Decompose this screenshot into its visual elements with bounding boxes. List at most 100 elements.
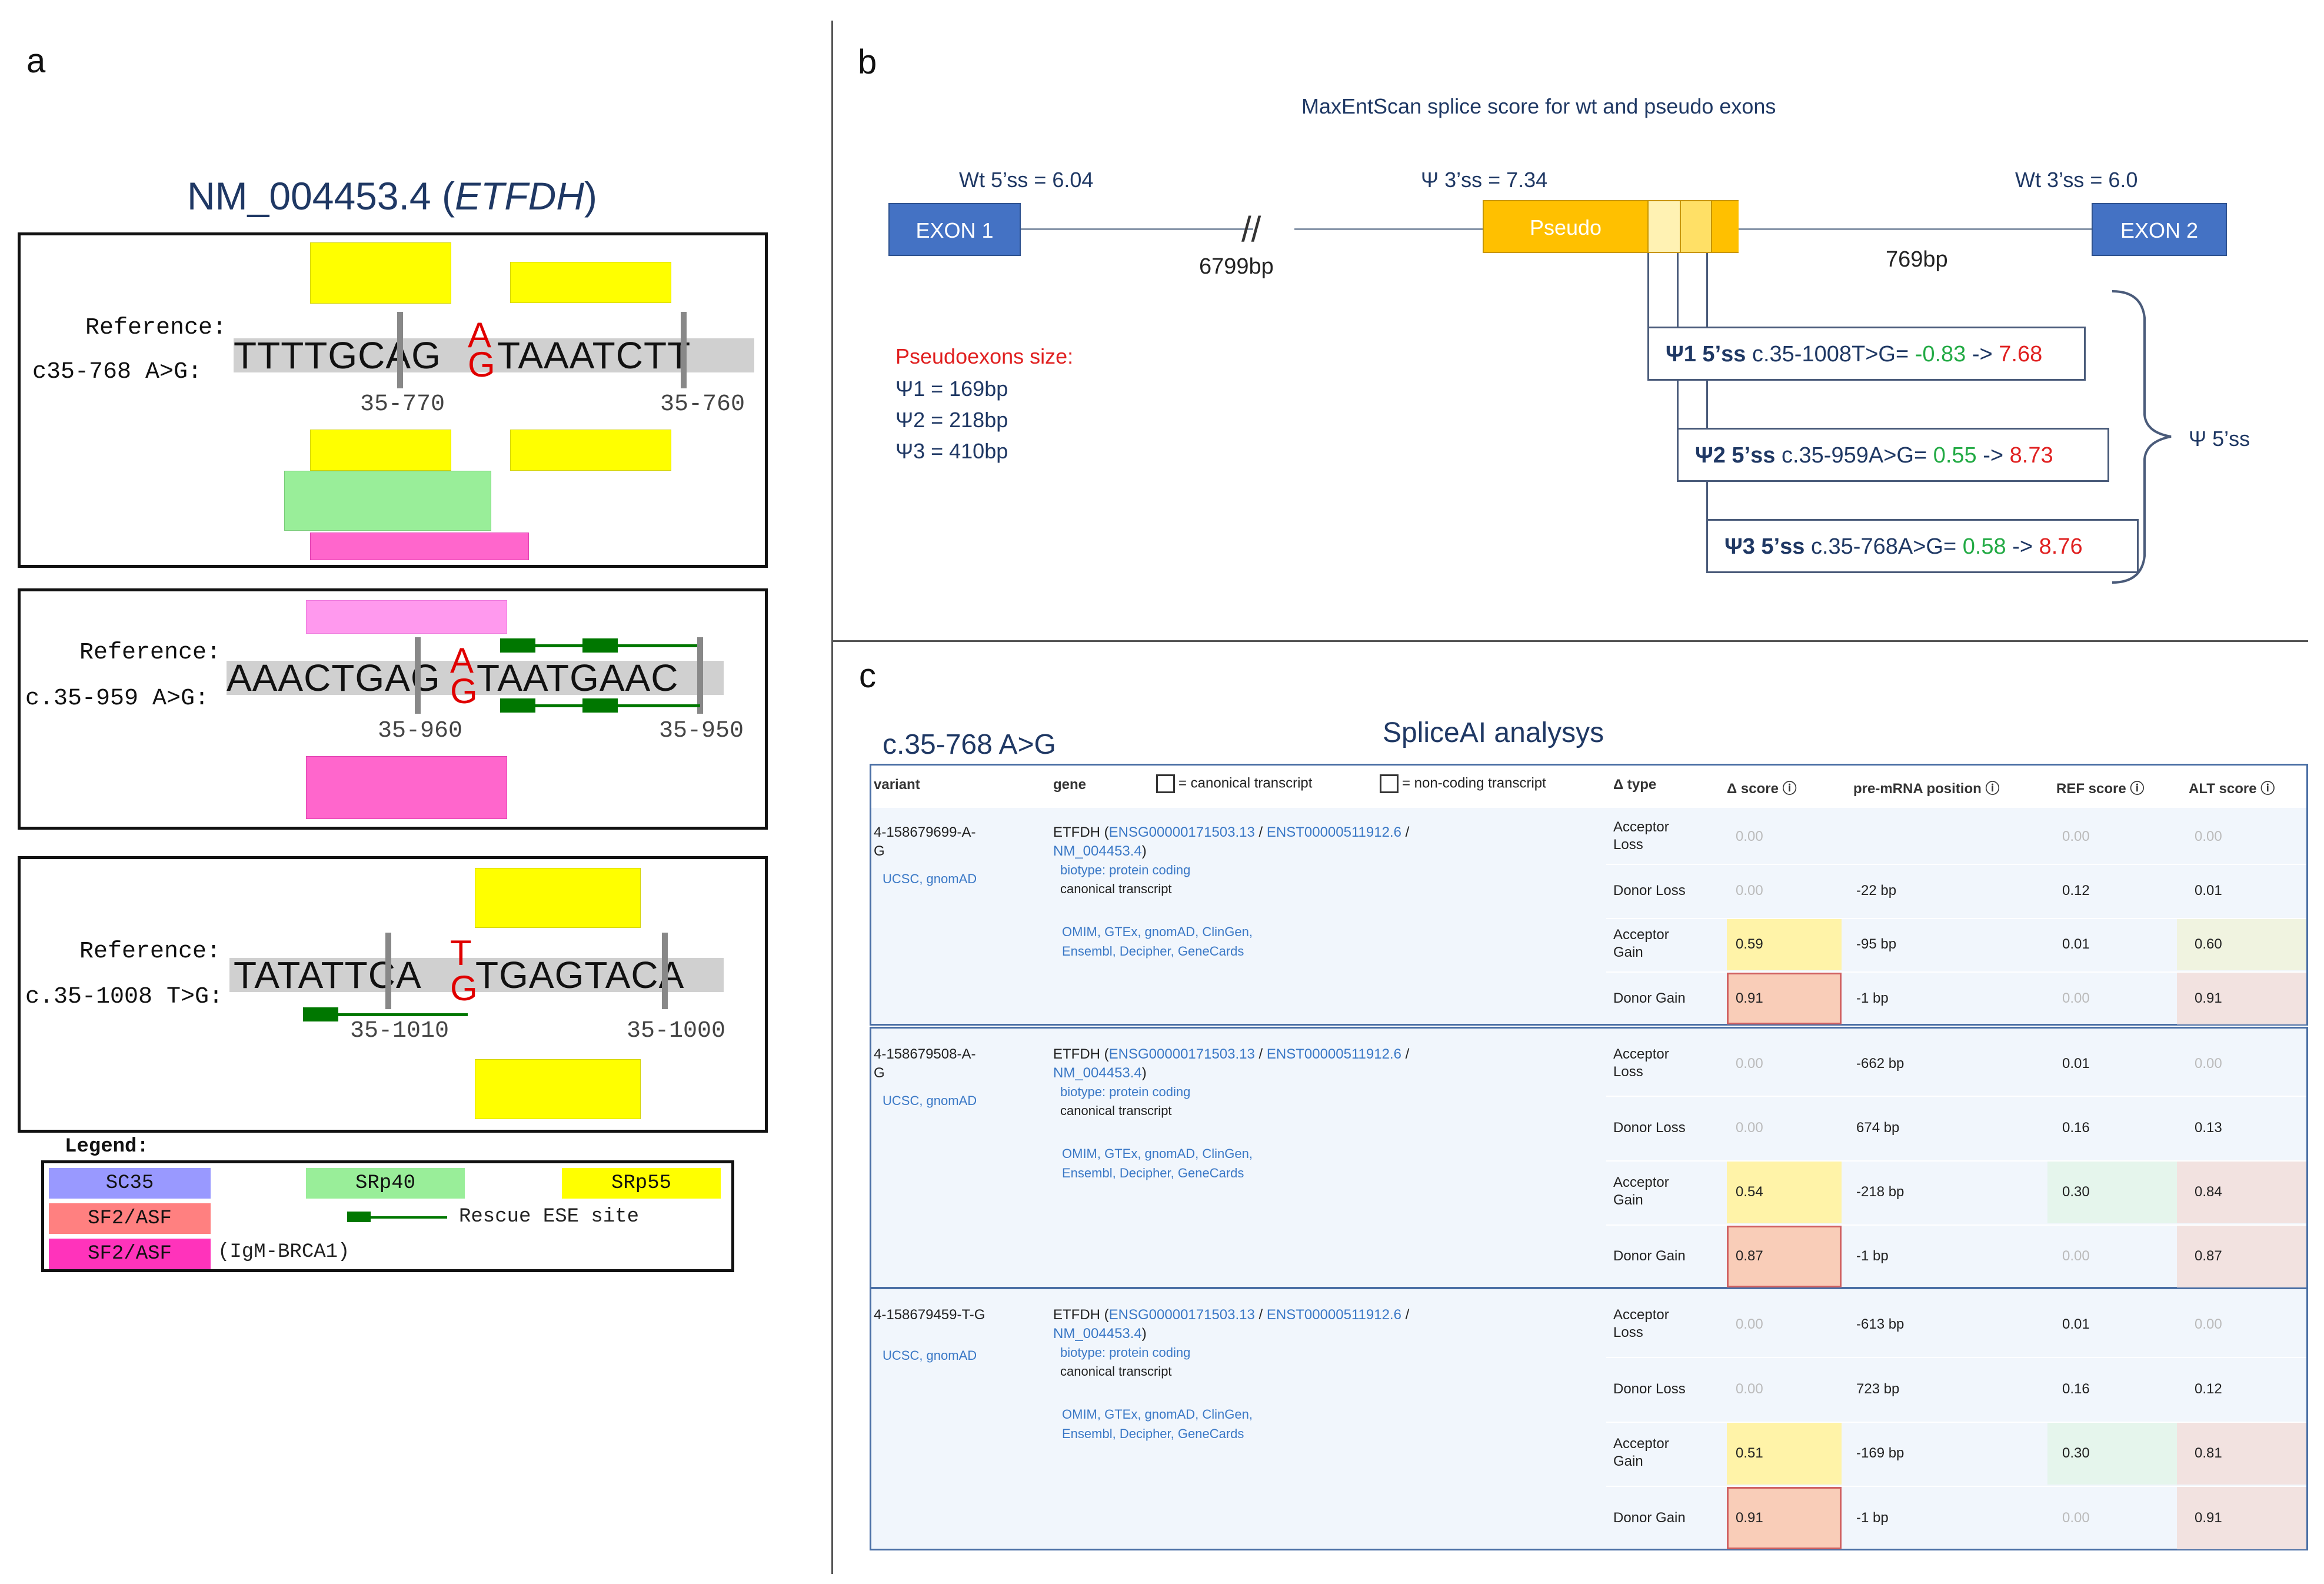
sf2-asf-igm-site <box>310 533 529 560</box>
ensg-link[interactable]: ENSG00000171503.13 <box>1108 1307 1255 1323</box>
alt-cell-highlight <box>2177 1161 2306 1223</box>
variant-label: c.35-1008 T>G: <box>25 984 224 1010</box>
header-canonical-legend: = canonical transcript <box>1156 774 1312 793</box>
ref-score: 0.16 <box>2062 1380 2090 1397</box>
alt-cell-highlight <box>2177 1422 2306 1485</box>
intron-break-mark: // <box>1241 209 1261 249</box>
noncoding-box-icon <box>1380 774 1399 793</box>
pre-mrna-position: -95 bp <box>1856 936 1897 953</box>
panel-label-c: c <box>859 657 876 695</box>
resource-links[interactable]: Ensembl, Decipher, GeneCards <box>1062 944 1244 959</box>
gene-suffix: ) <box>1141 1326 1147 1342</box>
nm-link[interactable]: NM_004453.4 <box>1053 1065 1142 1081</box>
resource-links[interactable]: OMIM, GTEx, gnomAD, ClinGen, <box>1062 1146 1253 1161</box>
panel-c-title: SpliceAI analysys <box>1383 717 1604 748</box>
pseudo-segment-2 <box>1680 201 1711 252</box>
legend-rescue-ese-symbol <box>347 1216 447 1219</box>
position-tick <box>415 637 421 714</box>
ensg-link[interactable]: ENSG00000171503.13 <box>1108 1046 1255 1062</box>
score-cell-highlight <box>1727 1161 1842 1223</box>
pre-mrna-position: -218 bp <box>1856 1184 1905 1200</box>
panel-a-title: NM_004453.4 (ETFDH) <box>187 174 597 218</box>
delta-score: 0.54 <box>1736 1184 1763 1200</box>
resource-links[interactable]: Ensembl, Decipher, GeneCards <box>1062 1166 1244 1180</box>
ref-score: 0.00 <box>2062 990 2090 1007</box>
gene-prefix: ETFDH ( <box>1053 1046 1109 1062</box>
delta-type-cont: Gain <box>1613 1453 1643 1470</box>
resource-links[interactable]: OMIM, GTEx, gnomAD, ClinGen, <box>1062 1407 1253 1422</box>
enst-link[interactable]: ENST00000511912.6 <box>1266 1307 1401 1323</box>
position-tick <box>397 312 403 388</box>
gene-line: ETFDH (ENSG00000171503.13 / ENST00000511… <box>1053 824 1409 841</box>
enst-link[interactable]: ENST00000511912.6 <box>1266 824 1401 840</box>
ref-score: 0.12 <box>2062 882 2090 899</box>
exon-1: EXON 1 <box>888 203 1021 256</box>
sequence-left: TTTTGCAG <box>234 334 441 377</box>
ucsc-gnomad-links[interactable]: UCSC, gnomAD <box>883 871 977 886</box>
rescue-ese-site <box>500 698 535 713</box>
enst-link[interactable]: ENST00000511912.6 <box>1266 1046 1401 1062</box>
pseudo-segment-3 <box>1711 201 1739 252</box>
ucsc-gnomad-links[interactable]: UCSC, gnomAD <box>883 1348 977 1363</box>
ref-cell-highlight <box>2047 1422 2177 1485</box>
pre-mrna-position: -662 bp <box>1856 1055 1905 1071</box>
nm-link[interactable]: NM_004453.4 <box>1053 1326 1142 1342</box>
psi3-from: 0.58 <box>1962 534 2006 559</box>
delta-type: Acceptor <box>1613 1306 1669 1323</box>
psi2-to: 8.73 <box>2009 443 2053 468</box>
nm-link[interactable]: NM_004453.4 <box>1053 843 1142 859</box>
psi2-variant: c.35-959A>G= <box>1775 443 1933 468</box>
alt-cell-highlight <box>2177 1487 2306 1549</box>
alt-score: 0.01 <box>2195 882 2222 899</box>
legend-sf2-asf-igm: SF2/ASF <box>49 1239 211 1269</box>
ref-score: 0.01 <box>2062 1055 2090 1071</box>
resource-links[interactable]: Ensembl, Decipher, GeneCards <box>1062 1426 1244 1441</box>
psi2-from: 0.55 <box>1933 443 1977 468</box>
resource-links[interactable]: OMIM, GTEx, gnomAD, ClinGen, <box>1062 924 1253 939</box>
srp55-site <box>310 242 451 304</box>
alternate-base: G <box>468 345 495 384</box>
panel-divider-vertical <box>831 21 833 1574</box>
alt-score: 0.13 <box>2195 1119 2222 1136</box>
alt-cell-highlight <box>2177 1225 2306 1287</box>
delta-type: Acceptor <box>1613 818 1669 835</box>
sequence-box-2: Reference: c.35-959 A>G: AAACTGAG A G TA… <box>18 588 768 830</box>
biotype: biotype: protein coding <box>1060 1345 1191 1360</box>
ensg-link[interactable]: ENSG00000171503.13 <box>1108 824 1255 840</box>
position-label-right: 35-760 <box>660 391 745 418</box>
psi1-label: Ψ1 5’ss <box>1666 342 1746 367</box>
sequence-right: TAAATCTT <box>497 334 691 377</box>
legend-igm-label: (IgM-BRCA1) <box>218 1241 350 1263</box>
ucsc-gnomad-links[interactable]: UCSC, gnomAD <box>883 1093 977 1108</box>
legend-srp40: SRp40 <box>306 1168 465 1199</box>
pre-mrna-position: -1 bp <box>1856 1510 1889 1526</box>
ref-score: 0.00 <box>2062 828 2090 844</box>
alt-score: 0.87 <box>2195 1248 2222 1264</box>
delta-type: Acceptor <box>1613 1436 1669 1452</box>
gene-suffix: ) <box>1141 1065 1147 1081</box>
alt-score: 0.84 <box>2195 1184 2222 1200</box>
alternate-base: G <box>450 969 478 1008</box>
sequence-box-1: Reference: c35-768 A>G: TTTTGCAG A G TAA… <box>18 232 768 568</box>
reference-label: Reference: <box>79 640 221 666</box>
row-divider <box>1606 1096 2306 1097</box>
sequence-highlight <box>234 338 754 372</box>
legend-sf2-asf: SF2/ASF <box>49 1203 211 1234</box>
rescue-ese-line <box>303 1013 468 1016</box>
gene-prefix: ETFDH ( <box>1053 1307 1109 1323</box>
gene-prefix: ETFDH ( <box>1053 824 1109 840</box>
delta-score: 0.59 <box>1736 936 1763 953</box>
row-divider <box>1606 971 2306 973</box>
gene-line: ETFDH (ENSG00000171503.13 / ENST00000511… <box>1053 1307 1409 1323</box>
noncoding-label: = non-coding transcript <box>1402 775 1546 791</box>
sep: / <box>1254 1307 1267 1323</box>
delta-type: Acceptor <box>1613 1174 1669 1191</box>
reference-base: T <box>450 933 472 973</box>
pseudoexon-size-2: Ψ2 = 218bp <box>895 408 1008 432</box>
position-label-left: 35-960 <box>378 718 463 744</box>
connector <box>1706 253 1708 530</box>
intron-line <box>1739 228 2092 230</box>
score-cell-highlight <box>1727 1225 1842 1287</box>
row-divider <box>1606 1486 2306 1488</box>
intron-length-2: 769bp <box>1886 247 1948 272</box>
